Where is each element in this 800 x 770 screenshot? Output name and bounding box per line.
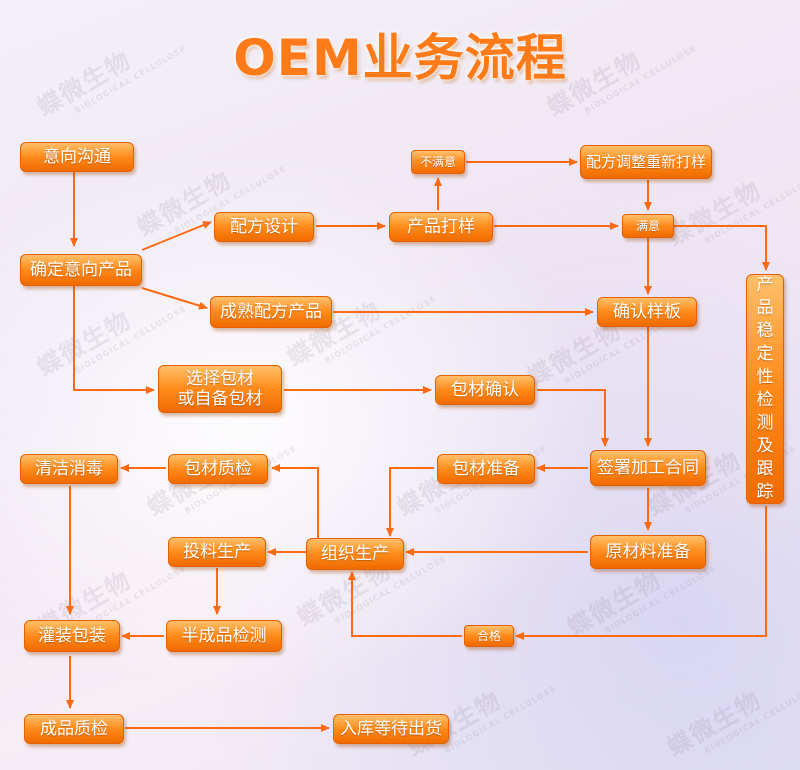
node-select-packaging: 选择包材 或自备包材 [158,365,282,413]
node-confirm-intent-product: 确定意向产品 [20,254,142,286]
node-pass: 合格 [464,625,514,647]
node-clean-disinfect: 清洁消毒 [20,454,118,484]
arrow [348,571,462,637]
node-raw-material-prep: 原材料准备 [590,535,706,569]
node-formula-design: 配方设计 [214,212,314,242]
node-stability-test: 产品稳定性检测及跟踪 [746,274,784,504]
node-semi-product-test: 半成品检测 [166,620,282,652]
node-sample-making: 产品打样 [389,212,493,242]
node-not-satisfied: 不满意 [411,150,465,174]
page-title: OEM业务流程 [233,29,567,87]
arrow [141,221,212,251]
node-packaging-prep: 包材准备 [437,454,535,484]
node-mature-formula-product: 成熟配方产品 [210,296,332,328]
node-sign-contract: 签署加工合同 [590,450,706,486]
node-formula-adjust-resample: 配方调整重新打样 [580,145,712,179]
node-satisfied: 满意 [622,214,674,238]
arrow [141,287,208,310]
node-confirm-sample: 确认样板 [597,297,697,327]
arrow [537,389,609,447]
node-intent-communication: 意向沟通 [20,142,134,172]
arrow [271,464,319,538]
node-fill-package: 灌装包装 [24,620,120,652]
arrow [674,225,770,271]
node-organize-production: 组织生产 [306,538,404,570]
arrow [73,286,155,394]
node-warehouse-shipping: 入库等待出货 [333,714,449,744]
node-feed-production: 投料生产 [168,537,266,567]
arrow [515,506,767,640]
node-finished-qc: 成品质检 [24,714,124,744]
node-packaging-confirm: 包材确认 [435,375,535,405]
node-packaging-qc: 包材质检 [168,454,268,484]
arrow [386,467,434,537]
